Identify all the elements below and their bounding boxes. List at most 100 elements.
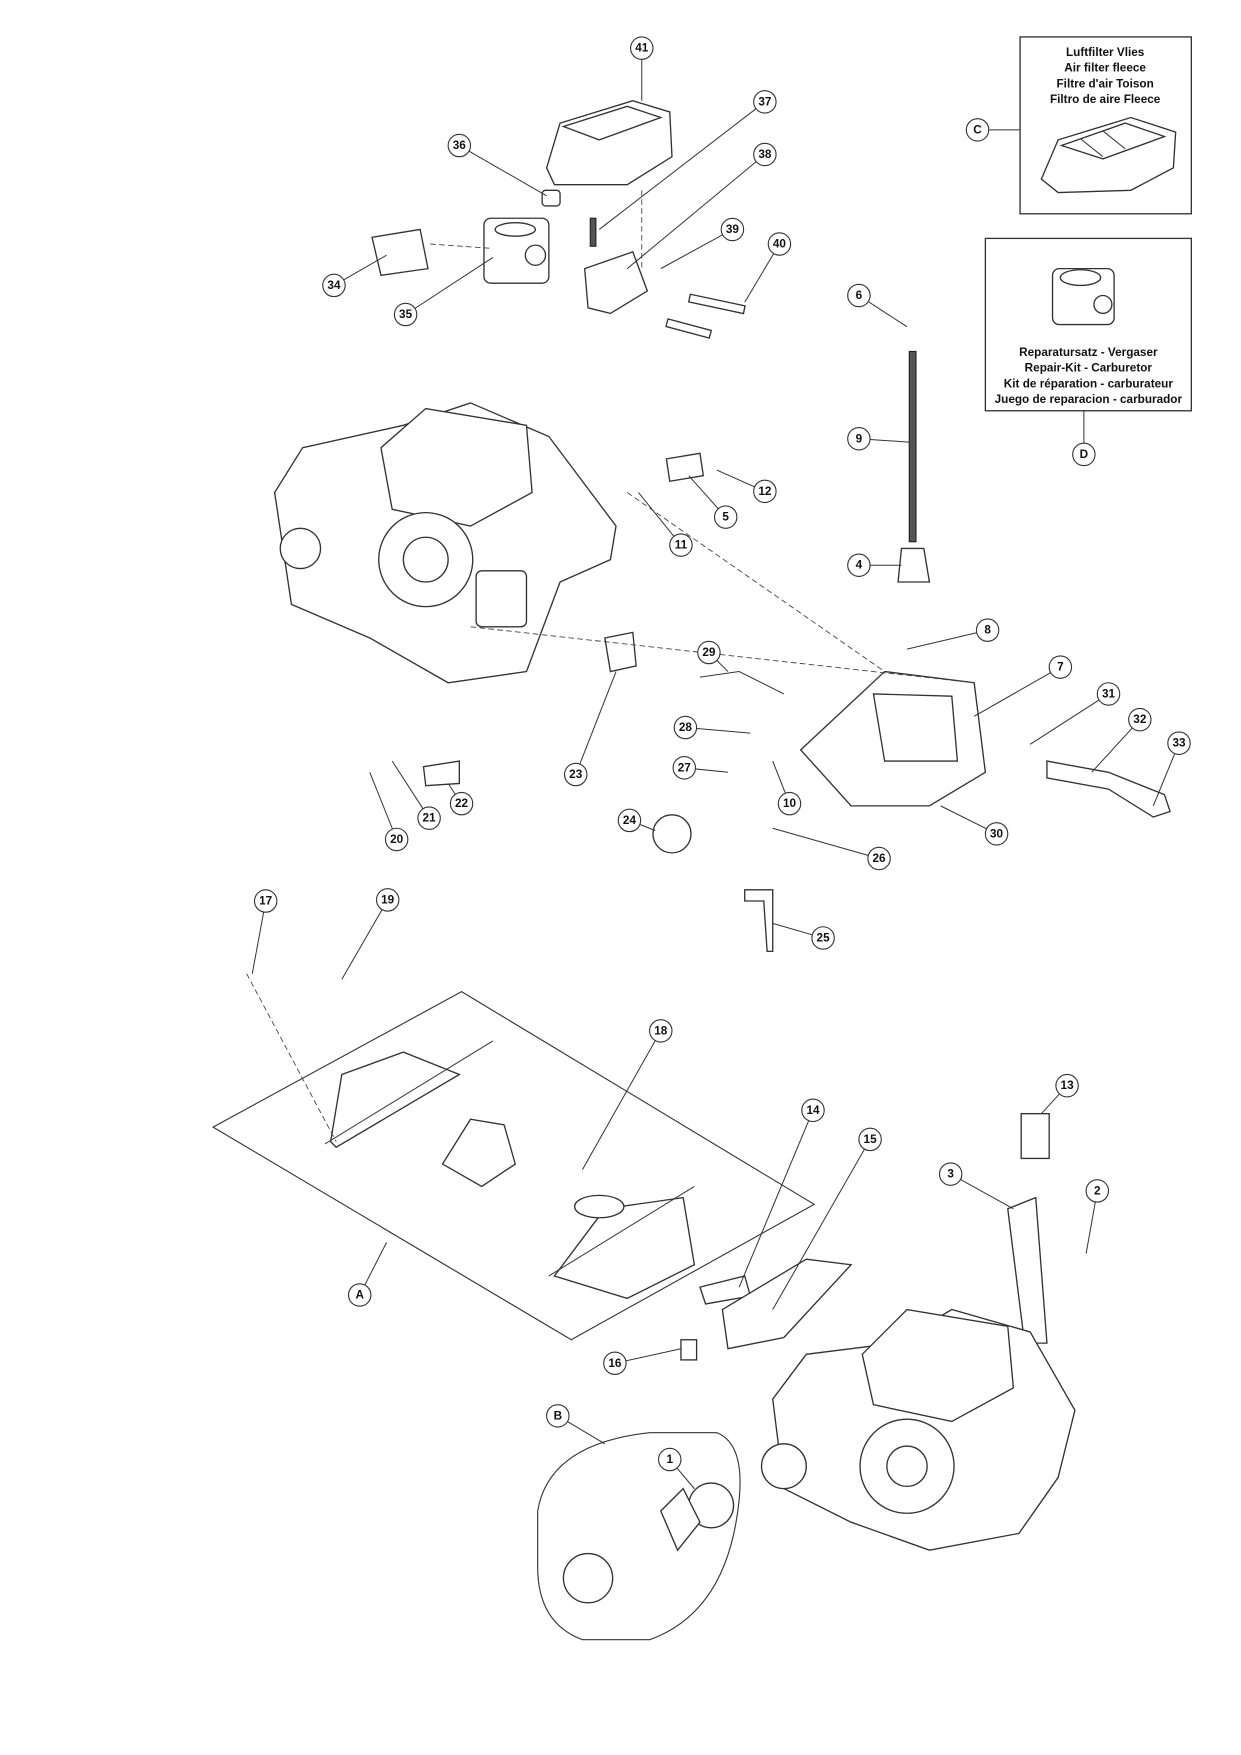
callout-label: 21 xyxy=(423,812,437,825)
callout-circle xyxy=(384,827,409,852)
callout-11: 11 xyxy=(669,533,693,557)
callout-circle xyxy=(603,1351,627,1376)
callout-circle xyxy=(322,273,346,298)
callout-label: 27 xyxy=(678,761,692,774)
callout-17: 17 xyxy=(253,889,278,913)
engine-block-upper xyxy=(273,402,617,684)
callout-circle xyxy=(1167,731,1191,755)
callout-19: 19 xyxy=(375,888,400,912)
callout-14: 14 xyxy=(801,1098,825,1123)
leader-line xyxy=(405,257,494,315)
callout-circle xyxy=(673,715,698,740)
callout-13: 13 xyxy=(1055,1073,1079,1098)
leader-line xyxy=(626,154,766,270)
grommet-part xyxy=(541,189,561,207)
callout-7: 7 xyxy=(1048,655,1073,679)
callout-circle xyxy=(938,1162,963,1186)
callout-circle xyxy=(417,806,441,830)
callout-circle xyxy=(1072,442,1096,467)
callout-circle xyxy=(657,1447,682,1472)
callout-1: 1 xyxy=(657,1447,682,1472)
callout-label: 23 xyxy=(569,768,583,781)
primer-part xyxy=(652,814,692,854)
leader-line xyxy=(1029,693,1109,745)
callout-26: 26 xyxy=(867,846,891,871)
gasket-part xyxy=(371,228,429,277)
bolt-part xyxy=(687,293,746,315)
callout-circle xyxy=(1096,682,1121,706)
callout-label: 25 xyxy=(817,931,831,944)
air-filter-illustration xyxy=(1040,116,1177,194)
box-d-line: Kit de réparation - carburateur xyxy=(1004,377,1174,390)
callout-circle xyxy=(449,791,474,816)
callout-circle xyxy=(253,889,278,913)
callout-label: 12 xyxy=(758,485,772,498)
callout-label: B xyxy=(554,1409,563,1422)
filter-pad-part xyxy=(1020,1112,1050,1160)
rod-part xyxy=(908,350,917,543)
callout-40: 40 xyxy=(767,232,792,256)
callout-label: C xyxy=(973,123,982,136)
leader-line xyxy=(575,671,617,775)
callout-label: 13 xyxy=(1061,1079,1075,1092)
callout-31: 31 xyxy=(1096,682,1121,706)
callout-label: 33 xyxy=(1172,737,1186,750)
callout-label: 16 xyxy=(608,1357,622,1370)
callout-circle xyxy=(867,846,891,871)
callout-34: 34 xyxy=(322,273,346,298)
callout-circle xyxy=(984,822,1009,846)
filter-weight-part xyxy=(897,547,931,583)
box-d-line: Reparatursatz - Vergaser xyxy=(1019,346,1158,359)
callout-circle xyxy=(965,118,990,142)
callout-circle xyxy=(801,1098,825,1123)
callout-label: 14 xyxy=(806,1104,820,1117)
callout-27: 27 xyxy=(672,756,697,780)
tank-housing-part xyxy=(799,670,987,807)
chain-brake-part xyxy=(1007,1196,1048,1344)
leader-line xyxy=(772,827,880,859)
callout-label: 19 xyxy=(381,893,395,906)
leader-line xyxy=(598,101,766,230)
callout-label: 10 xyxy=(783,797,797,810)
callout-30: 30 xyxy=(984,822,1009,846)
callout-9: 9 xyxy=(847,426,871,451)
callout-circle xyxy=(630,36,654,60)
leader-line xyxy=(772,1139,871,1310)
callout-circle xyxy=(777,791,802,816)
callout-4: 4 xyxy=(847,553,871,577)
callout-36: 36 xyxy=(447,133,472,158)
callout-label: 34 xyxy=(327,279,341,292)
callout-label: 31 xyxy=(1102,687,1116,700)
leader-line xyxy=(906,629,988,650)
callout-label: 26 xyxy=(873,852,887,865)
callout-circle xyxy=(672,756,697,780)
box-c-line: Filtre d'air Toison xyxy=(1057,77,1154,90)
heat-shield-part xyxy=(721,1258,853,1350)
leader-line xyxy=(369,772,398,840)
carb-holder-part xyxy=(583,250,649,315)
leader-line xyxy=(738,1110,814,1288)
air-filter-fleece-box: Luftfilter Vlies Air filter fleece Filtr… xyxy=(987,36,1192,215)
callout-label: 40 xyxy=(773,237,787,250)
callout-39: 39 xyxy=(720,217,745,242)
callout-circle xyxy=(753,479,777,504)
callout-label: 15 xyxy=(864,1133,878,1146)
box-d-line: Juego de reparacion - carburador xyxy=(995,393,1183,406)
callout-label: 5 xyxy=(722,511,729,524)
switch-part xyxy=(665,452,705,483)
leader-line xyxy=(459,145,547,197)
callout-label: 8 xyxy=(984,624,991,637)
callout-circle xyxy=(847,283,871,308)
callout-label: 2 xyxy=(1094,1184,1101,1197)
callout-12: 12 xyxy=(753,479,777,504)
callout-label: 29 xyxy=(702,646,716,659)
callout-3: 3 xyxy=(938,1162,963,1186)
box-c-line: Filtro de aire Fleece xyxy=(1050,93,1161,106)
callout-circle xyxy=(975,618,1000,642)
callout-38: 38 xyxy=(753,142,777,167)
engine-block-lower xyxy=(760,1308,1076,1551)
callout-circle xyxy=(1085,1179,1110,1203)
trigger-part xyxy=(1046,760,1171,818)
screw-part xyxy=(589,217,597,247)
callout-18: 18 xyxy=(649,1019,673,1043)
